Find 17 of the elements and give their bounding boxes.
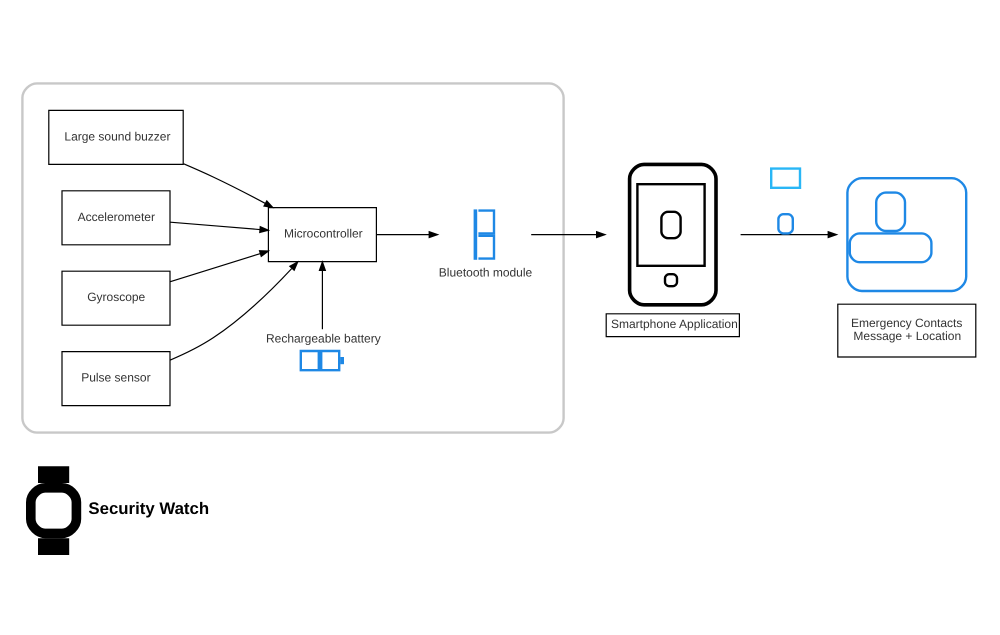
node-box: Gyroscope <box>61 270 171 326</box>
node-label: Bluetooth module <box>438 265 532 280</box>
node-label: Security Watch <box>88 498 210 518</box>
arrow <box>376 230 440 238</box>
arrow <box>531 230 607 238</box>
node-box: Microcontroller <box>268 206 377 262</box>
arrow <box>183 162 274 208</box>
node-box: Pulse sensor <box>61 350 171 406</box>
arrow <box>170 250 270 282</box>
arrow <box>740 230 838 238</box>
arrow <box>170 260 299 360</box>
node-box: Accelerometer <box>61 190 171 245</box>
node-label: Rechargeable battery <box>266 331 381 346</box>
arrow <box>170 221 270 233</box>
node-box: Large sound buzzer <box>48 109 184 164</box>
arrow <box>318 260 326 329</box>
cluster <box>21 82 565 434</box>
